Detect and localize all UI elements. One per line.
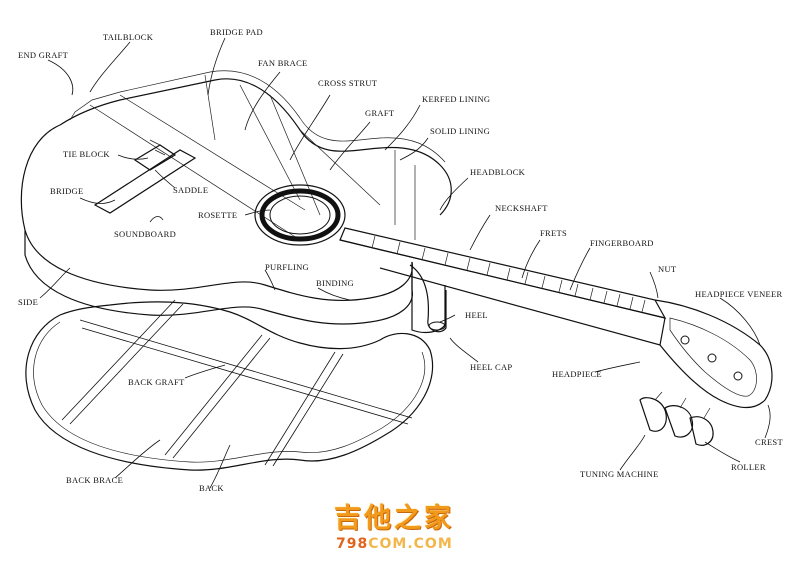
back-plate	[25, 299, 434, 471]
label-binding: BINDING	[316, 278, 354, 288]
label-side: SIDE	[18, 297, 39, 307]
label-neckshaft: NECKSHAFT	[495, 203, 548, 213]
watermark: 吉他之家 798COM.COM	[322, 496, 492, 562]
watermark-url-suffix: COM.COM	[368, 536, 453, 552]
tuning-machine	[639, 391, 714, 446]
label-crest: CREST	[755, 437, 783, 447]
label-headpiece: HEADPIECE	[552, 369, 602, 379]
label-purfling: PURFLING	[265, 262, 309, 272]
headstock	[654, 299, 773, 409]
label-tuning-machine: TUNING MACHINE	[580, 469, 659, 479]
label-heel-cap: HEEL CAP	[470, 362, 513, 372]
label-tie-block: TIE BLOCK	[63, 149, 110, 159]
leader-lines	[39, 37, 771, 489]
label-graft: GRAFT	[365, 108, 395, 118]
label-back: BACK	[199, 483, 224, 493]
label-bridge-pad: BRIDGE PAD	[210, 27, 263, 37]
label-bridge: BRIDGE	[50, 186, 84, 196]
label-end-graft: END GRAFT	[18, 50, 69, 60]
label-nut: NUT	[658, 264, 677, 274]
label-soundboard: SOUNDBOARD	[114, 229, 177, 239]
label-back-graft: BACK GRAFT	[128, 377, 185, 387]
label-headblock: HEADBLOCK	[470, 167, 526, 177]
label-fan-brace: FAN BRACE	[258, 58, 308, 68]
label-tailblock: TAILBLOCK	[103, 32, 154, 42]
bridge-assembly	[93, 139, 197, 214]
label-headpiece-veneer: HEADPIECE VENEER	[695, 289, 783, 299]
label-rosette: ROSETTE	[198, 210, 238, 220]
label-frets: FRETS	[540, 228, 568, 238]
label-kerfed-lining: KERFED LINING	[422, 94, 491, 104]
label-cross-strut: CROSS STRUT	[318, 78, 378, 88]
watermark-url: 798COM.COM	[336, 536, 453, 552]
rosette	[254, 184, 346, 246]
watermark-chinese: 吉他之家	[334, 503, 454, 534]
watermark-url-prefix: 798	[336, 536, 369, 552]
heel	[409, 264, 447, 333]
label-solid-lining: SOLID LINING	[430, 126, 491, 136]
label-fingerboard: FINGERBOARD	[590, 238, 654, 248]
label-roller: ROLLER	[731, 462, 766, 472]
label-saddle: SADDLE	[173, 185, 209, 195]
label-heel: HEEL	[465, 310, 488, 320]
neck	[339, 227, 667, 346]
label-back-brace: BACK BRACE	[66, 475, 124, 485]
